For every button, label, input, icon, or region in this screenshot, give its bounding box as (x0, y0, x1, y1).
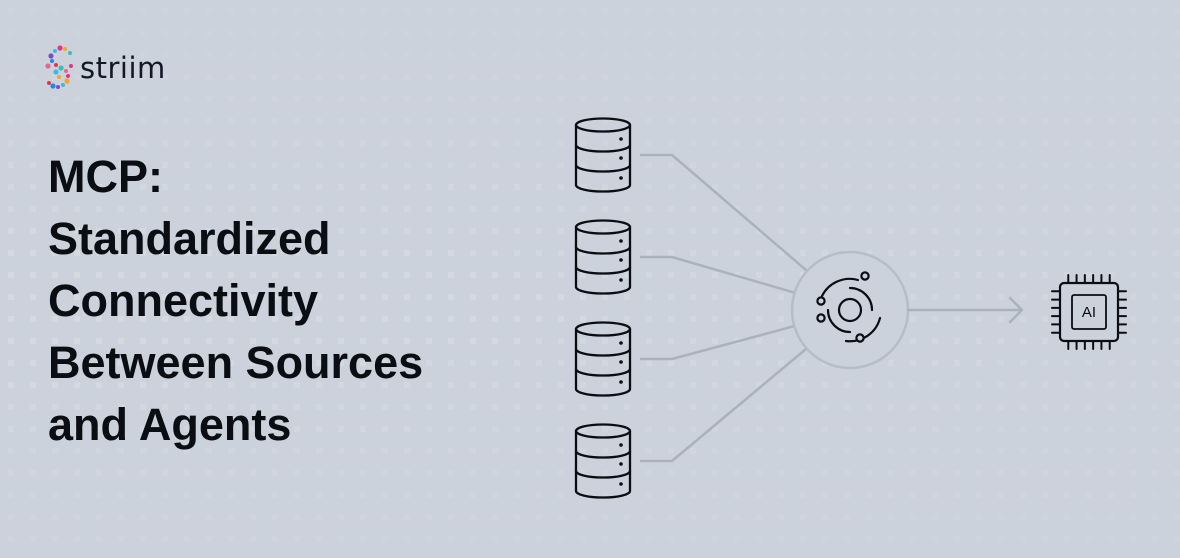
brand-name: striim (80, 50, 166, 85)
connector-line (640, 255, 795, 294)
logo-dot (68, 51, 72, 55)
logo-dot (50, 59, 54, 63)
title-line-4: Between Sources (48, 337, 424, 388)
connector-line (640, 347, 808, 463)
logo-dot (45, 63, 51, 69)
logo-dot (64, 69, 68, 73)
ai-chip-icon: AI (1051, 274, 1127, 350)
mcp-hub (790, 250, 910, 370)
logo-dot (57, 75, 61, 79)
database-icon (574, 321, 632, 397)
database-icon (574, 219, 632, 295)
logo-dot (54, 63, 58, 67)
logo-dot (61, 83, 65, 87)
logo-dot (56, 85, 60, 89)
logo-dot (50, 83, 56, 89)
data-sources (574, 117, 632, 499)
connector-line (640, 324, 795, 361)
logo-dot (58, 65, 64, 71)
striim-logo: striim (44, 44, 166, 92)
chip-body (1058, 281, 1120, 343)
title-line-2: Standardized (48, 213, 331, 264)
connector-line (640, 153, 808, 272)
logo-dot (57, 45, 63, 51)
title-line-1: MCP: (48, 151, 163, 202)
database-icon (574, 117, 632, 193)
chip-core (1071, 294, 1107, 330)
chip-label: AI (1082, 304, 1096, 321)
title-line-5: and Agents (48, 399, 292, 450)
title-line-3: Connectivity (48, 275, 319, 326)
hub-ring (790, 250, 910, 370)
logo-dot (48, 53, 54, 59)
logo-dot (64, 78, 70, 84)
mcp-hub-icon (816, 271, 882, 343)
logo-dot (53, 49, 57, 53)
logo-dot (53, 69, 59, 75)
database-icon (574, 423, 632, 499)
output-arrow (906, 296, 1024, 324)
logo-dot (66, 74, 70, 78)
logo-dot (69, 64, 73, 68)
logo-dot (63, 47, 67, 51)
connector-lines (640, 153, 808, 463)
page-title: MCP: Standardized Connectivity Between S… (48, 146, 423, 456)
logo-dot (47, 81, 51, 85)
striim-logo-icon (45, 45, 73, 89)
